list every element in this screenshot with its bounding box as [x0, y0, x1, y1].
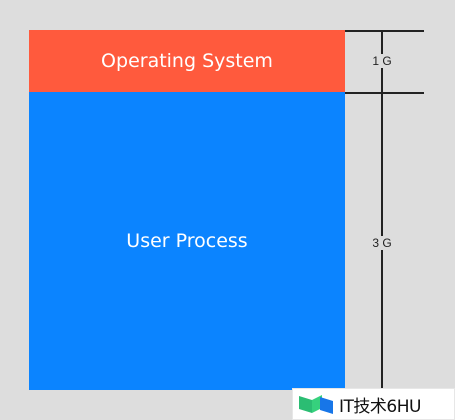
scale-vertical-line — [381, 30, 383, 392]
watermark-text: IT技术6HU — [339, 396, 421, 417]
brand-logo-icon — [299, 395, 333, 414]
scale-tick-top — [345, 30, 424, 32]
operating-system-block: Operating System — [29, 30, 345, 92]
os-size-label: 1 G — [370, 54, 394, 68]
user-process-size-label: 3 G — [370, 236, 394, 250]
watermark: IT技术6HU — [292, 388, 455, 420]
scale-tick-middle — [345, 92, 424, 94]
user-process-block: User Process — [29, 92, 345, 390]
